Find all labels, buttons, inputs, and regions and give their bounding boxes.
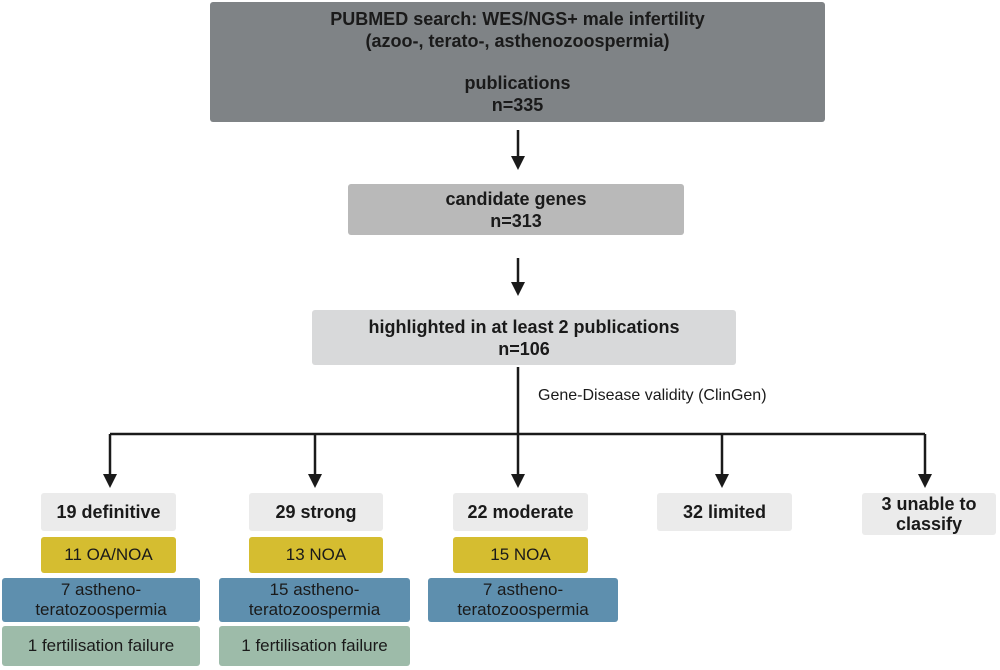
- arrowhead-to-candidate: [511, 156, 525, 170]
- definitive-oa-noa-label: 11 OA/NOA: [64, 545, 153, 564]
- moderate-astheno-line1: 7 astheno-: [482, 580, 564, 599]
- search-title-line1: PUBMED search: WES/NGS+ male infertility: [330, 9, 705, 29]
- arrowhead-to-unable: [918, 474, 932, 488]
- highlighted-count: n=106: [498, 338, 550, 359]
- moderate-box: 22 moderate: [453, 493, 588, 531]
- strong-box: 29 strong: [249, 493, 383, 531]
- unable-label-line2: classify: [895, 514, 963, 534]
- strong-noa-label: 13 NOA: [285, 545, 347, 564]
- arrowhead-to-moderate: [511, 474, 525, 488]
- definitive-astheno-line1: 7 astheno-: [60, 580, 142, 599]
- definitive-label: 19 definitive: [56, 502, 161, 522]
- arrowhead-to-limited: [715, 474, 729, 488]
- arrowhead-to-highlighted: [511, 282, 525, 296]
- definitive-astheno-line2: teratozoospermia: [35, 600, 167, 619]
- candidate-genes-box: candidate genes n=313: [348, 184, 684, 235]
- strong-fertilisation-label: 1 fertilisation failure: [241, 636, 388, 655]
- search-title-line2: (azoo-, terato-, asthenozoospermia): [365, 31, 670, 51]
- limited-label: 32 limited: [682, 502, 767, 522]
- strong-astheno-line1: 15 astheno-: [269, 580, 360, 599]
- arrowhead-to-definitive: [103, 474, 117, 488]
- moderate-astheno-line2: teratozoospermia: [457, 600, 589, 619]
- highlighted-label: highlighted in at least 2 publications: [368, 316, 680, 337]
- moderate-noa-box: 15 NOA: [453, 537, 588, 573]
- publications-label: publications: [464, 73, 571, 93]
- strong-astheno-box: 15 astheno- teratozoospermia: [219, 578, 410, 622]
- arrowhead-to-strong: [308, 474, 322, 488]
- strong-label: 29 strong: [275, 502, 357, 522]
- definitive-astheno-box: 7 astheno- teratozoospermia: [2, 578, 200, 622]
- definitive-box: 19 definitive: [41, 493, 176, 531]
- moderate-astheno-box: 7 astheno- teratozoospermia: [428, 578, 618, 622]
- strong-noa-box: 13 NOA: [249, 537, 383, 573]
- candidate-genes-label: candidate genes: [445, 188, 587, 209]
- highlighted-box: highlighted in at least 2 publications n…: [312, 310, 736, 365]
- search-box: PUBMED search: WES/NGS+ male infertility…: [210, 2, 825, 122]
- limited-box: 32 limited: [657, 493, 792, 531]
- unable-label-line1: 3 unable to: [881, 494, 977, 514]
- validity-label: Gene-Disease validity (ClinGen): [538, 387, 767, 404]
- strong-fertilisation-box: 1 fertilisation failure: [219, 626, 410, 666]
- candidate-genes-count: n=313: [490, 210, 542, 231]
- unable-to-classify-box: 3 unable to classify: [862, 493, 996, 535]
- moderate-label: 22 moderate: [467, 502, 574, 522]
- strong-astheno-line2: teratozoospermia: [248, 600, 381, 619]
- moderate-noa-label: 15 NOA: [490, 545, 551, 564]
- definitive-fertilisation-box: 1 fertilisation failure: [2, 626, 200, 666]
- definitive-oa-noa-box: 11 OA/NOA: [41, 537, 176, 573]
- definitive-fertilisation-label: 1 fertilisation failure: [27, 636, 175, 655]
- publications-count: n=335: [491, 95, 544, 115]
